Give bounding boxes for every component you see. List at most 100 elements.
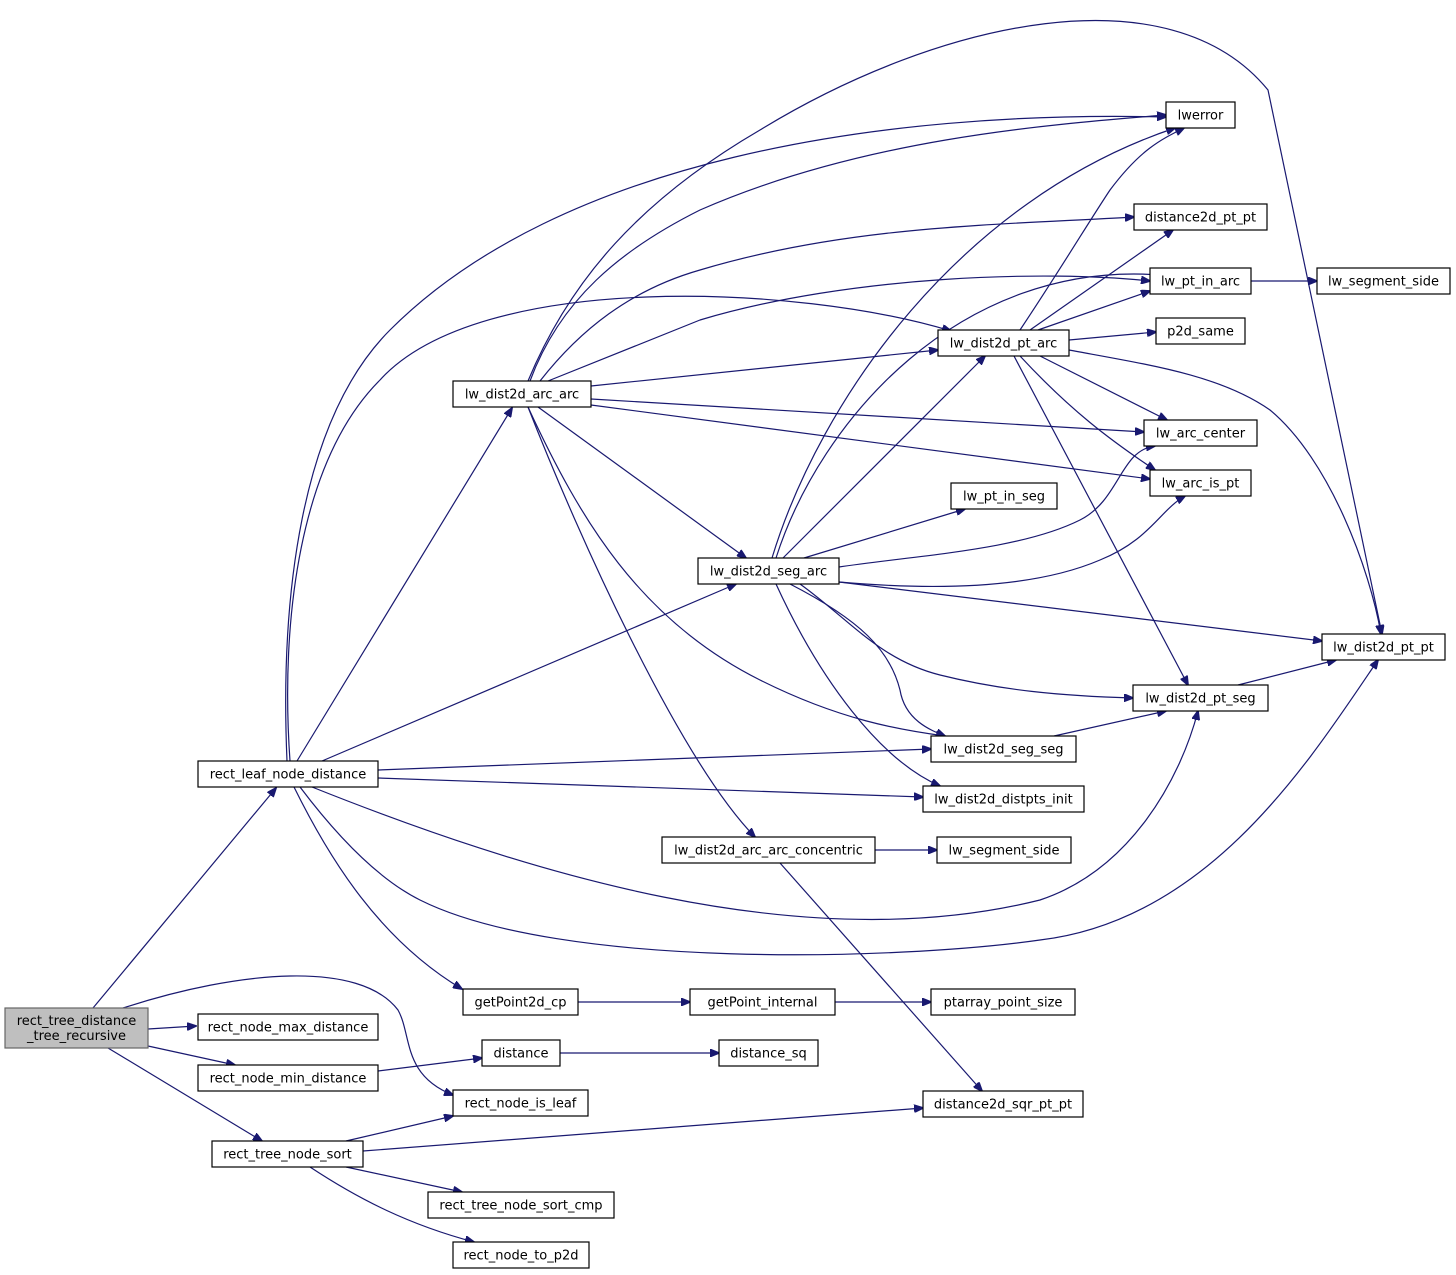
edge-rect-leaf-node-distance-to-lw-dist2d-seg-seg (377, 749, 931, 771)
node-label: getPoint_internal (707, 996, 817, 1011)
node-box (1316, 267, 1451, 295)
edge-lw-dist2d-arc-arc-to-lw-dist2d-pt-arc (590, 350, 938, 387)
node-rect-node-to-p2d[interactable]: rect_node_to_p2d (452, 1241, 590, 1269)
node-box (936, 836, 1072, 864)
node-lw-dist2d-distpts-init[interactable]: lw_dist2d_distpts_init (922, 785, 1085, 813)
node-label: ptarray_point_size (944, 996, 1063, 1011)
edge-rect-leaf-node-distance-to-lw-dist2d-pt-seg (311, 711, 1198, 921)
edge-lw-dist2d-seg-arc-to-lw-pt-in-arc (775, 274, 1160, 559)
edge-lw-dist2d-arc-arc-to-lwerror (529, 115, 1166, 382)
edge-lw-dist2d-seg-arc-to-lw-dist2d-pt-arc (782, 356, 985, 559)
edge-lw-dist2d-seg-arc-to-lw-pt-in-seg (803, 509, 965, 559)
node-label: lw_dist2d_seg_arc (710, 565, 827, 580)
node-distance2d-sqr-pt-pt[interactable]: distance2d_sqr_pt_pt (922, 1090, 1084, 1118)
node-label: lw_segment_side (1328, 275, 1439, 290)
edge-lw-dist2d-pt-arc-to-lwerror (1019, 128, 1184, 331)
edge-lw-dist2d-pt-arc-to-lw-dist2d-pt-pt (1068, 349, 1381, 634)
node-label: lw_segment_side (949, 844, 1060, 859)
node-lw-dist2d-seg-seg[interactable]: lw_dist2d_seg_seg (930, 735, 1077, 763)
node-ptarray-point-size[interactable]: ptarray_point_size (930, 988, 1076, 1016)
node-lw-segment-side-a[interactable]: lw_segment_side (1316, 267, 1451, 295)
edge-rect-leaf-node-distance-to-lwerror (285, 116, 1166, 762)
edge-lw-dist2d-pt-arc-to-lw-dist2d-pt-seg (1013, 355, 1188, 685)
edge-rect-leaf-node-distance-to-lw-dist2d-arc-arc (296, 408, 512, 762)
node-rect-node-min-distance[interactable]: rect_node_min_distance (197, 1064, 379, 1092)
node-lw-dist2d-arc-arc[interactable]: lw_dist2d_arc_arc (452, 380, 592, 408)
node-box (1155, 317, 1246, 345)
node-box (1165, 101, 1236, 129)
node-lw-dist2d-arc-arc-concentric[interactable]: lw_dist2d_arc_arc_concentric (661, 836, 876, 864)
node-label: rect_node_min_distance (210, 1072, 367, 1087)
node-label: distance (493, 1047, 548, 1062)
node-label: distance2d_sqr_pt_pt (934, 1098, 1072, 1113)
node-rect-tree-node-sort[interactable]: rect_tree_node_sort (211, 1140, 364, 1168)
node-distance2d-pt-pt[interactable]: distance2d_pt_pt (1133, 203, 1268, 231)
node-distance[interactable]: distance (481, 1039, 561, 1067)
edge-lw-dist2d-pt-arc-to-lw-pt-in-arc (1037, 291, 1150, 331)
node-box (197, 1013, 379, 1041)
node-lw-arc-is-pt[interactable]: lw_arc_is_pt (1149, 469, 1252, 497)
node-label: lw_arc_is_pt (1162, 477, 1240, 492)
edge-root-to-rect-leaf-node-distance (92, 788, 276, 1009)
node-box (1321, 633, 1446, 661)
edge-lw-dist2d-arc-arc-to-lw-dist2d-seg-arc (537, 406, 746, 558)
node-label: rect_node_is_leaf (465, 1097, 577, 1112)
node-rect-tree-node-sort-cmp[interactable]: rect_tree_node_sort_cmp (427, 1191, 615, 1219)
edge-lw-dist2d-seg-arc-to-lw-dist2d-distpts-init (775, 583, 940, 786)
edge-lw-dist2d-pt-arc-to-lw-arc-is-pt (1019, 355, 1155, 470)
node-lw-dist2d-pt-pt[interactable]: lw_dist2d_pt_pt (1321, 633, 1446, 661)
edge-lw-dist2d-arc-arc-to-lw-dist2d-arc-arc-concentric (527, 406, 755, 837)
node-label: _tree_recursive (26, 1029, 126, 1044)
edge-lw-dist2d-seg-arc-to-lw-dist2d-seg-seg (789, 583, 945, 736)
node-box (1149, 267, 1252, 295)
edge-lw-dist2d-arc-arc-concentric-to-distance2d-sqr-pt-pt (779, 862, 982, 1091)
node-lwerror[interactable]: lwerror (1165, 101, 1236, 129)
node-layer: rect_tree_distance_tree_recursive rect_le… (4, 101, 1451, 1269)
node-box (718, 1039, 819, 1067)
edge-rect-leaf-node-distance-to-lw-dist2d-pt-pt (299, 660, 1378, 956)
edge-rect-tree-node-sort-to-distance2d-sqr-pt-pt (362, 1108, 923, 1152)
edge-lw-dist2d-seg-arc-to-lw-arc-center (838, 446, 1155, 568)
node-rect-node-is-leaf[interactable]: rect_node_is_leaf (452, 1089, 589, 1117)
edge-layer (92, 19, 1382, 1242)
node-getPoint2d-cp[interactable]: getPoint2d_cp (462, 988, 579, 1016)
node-box (481, 1039, 561, 1067)
node-label: distance2d_pt_pt (1145, 211, 1256, 226)
node-rect-node-max-distance[interactable]: rect_node_max_distance (197, 1013, 379, 1041)
node-label: rect_tree_distance (17, 1014, 137, 1029)
node-lw-arc-center[interactable]: lw_arc_center (1143, 419, 1258, 447)
node-label: rect_tree_node_sort_cmp (439, 1199, 602, 1214)
node-box (197, 1064, 379, 1092)
node-rect-leaf-node-distance[interactable]: rect_leaf_node_distance (197, 760, 379, 788)
node-p2d-same[interactable]: p2d_same (1155, 317, 1246, 345)
node-label: rect_tree_node_sort (223, 1148, 352, 1163)
node-label: lw_dist2d_seg_seg (943, 743, 1063, 758)
node-label: lw_dist2d_distpts_init (934, 793, 1072, 808)
node-lw-dist2d-seg-arc[interactable]: lw_dist2d_seg_arc (697, 557, 840, 585)
node-box (697, 557, 840, 585)
node-label: distance_sq (730, 1047, 807, 1062)
node-lw-pt-in-seg[interactable]: lw_pt_in_seg (950, 482, 1058, 510)
node-label: lwerror (1178, 109, 1224, 124)
node-getPoint-internal[interactable]: getPoint_internal (689, 988, 836, 1016)
edge-lw-dist2d-pt-arc-to-distance2d-pt-pt (1029, 230, 1173, 331)
node-box (950, 482, 1058, 510)
edge-lw-dist2d-seg-arc-to-lwerror (771, 128, 1175, 559)
node-distance-sq[interactable]: distance_sq (718, 1039, 819, 1067)
node-lw-segment-side-b[interactable]: lw_segment_side (936, 836, 1072, 864)
node-label: p2d_same (1167, 325, 1234, 340)
node-label: lw_arc_center (1156, 427, 1246, 442)
edge-root-to-rect-node-min-distance (147, 1045, 235, 1065)
edge-root-to-rect-node-is-leaf (122, 975, 453, 1095)
node-lw-dist2d-pt-arc[interactable]: lw_dist2d_pt_arc (937, 329, 1070, 357)
node-box (937, 329, 1070, 357)
node-lw-pt-in-arc[interactable]: lw_pt_in_arc (1149, 267, 1252, 295)
node-box (930, 988, 1076, 1016)
node-box (1149, 469, 1252, 497)
node-box (427, 1191, 615, 1219)
node-root[interactable]: rect_tree_distance_tree_recursive (4, 1007, 149, 1049)
node-lw-dist2d-pt-seg[interactable]: lw_dist2d_pt_seg (1132, 684, 1269, 712)
edge-rect-tree-node-sort-to-rect-node-is-leaf (345, 1116, 453, 1142)
node-box (922, 1090, 1084, 1118)
